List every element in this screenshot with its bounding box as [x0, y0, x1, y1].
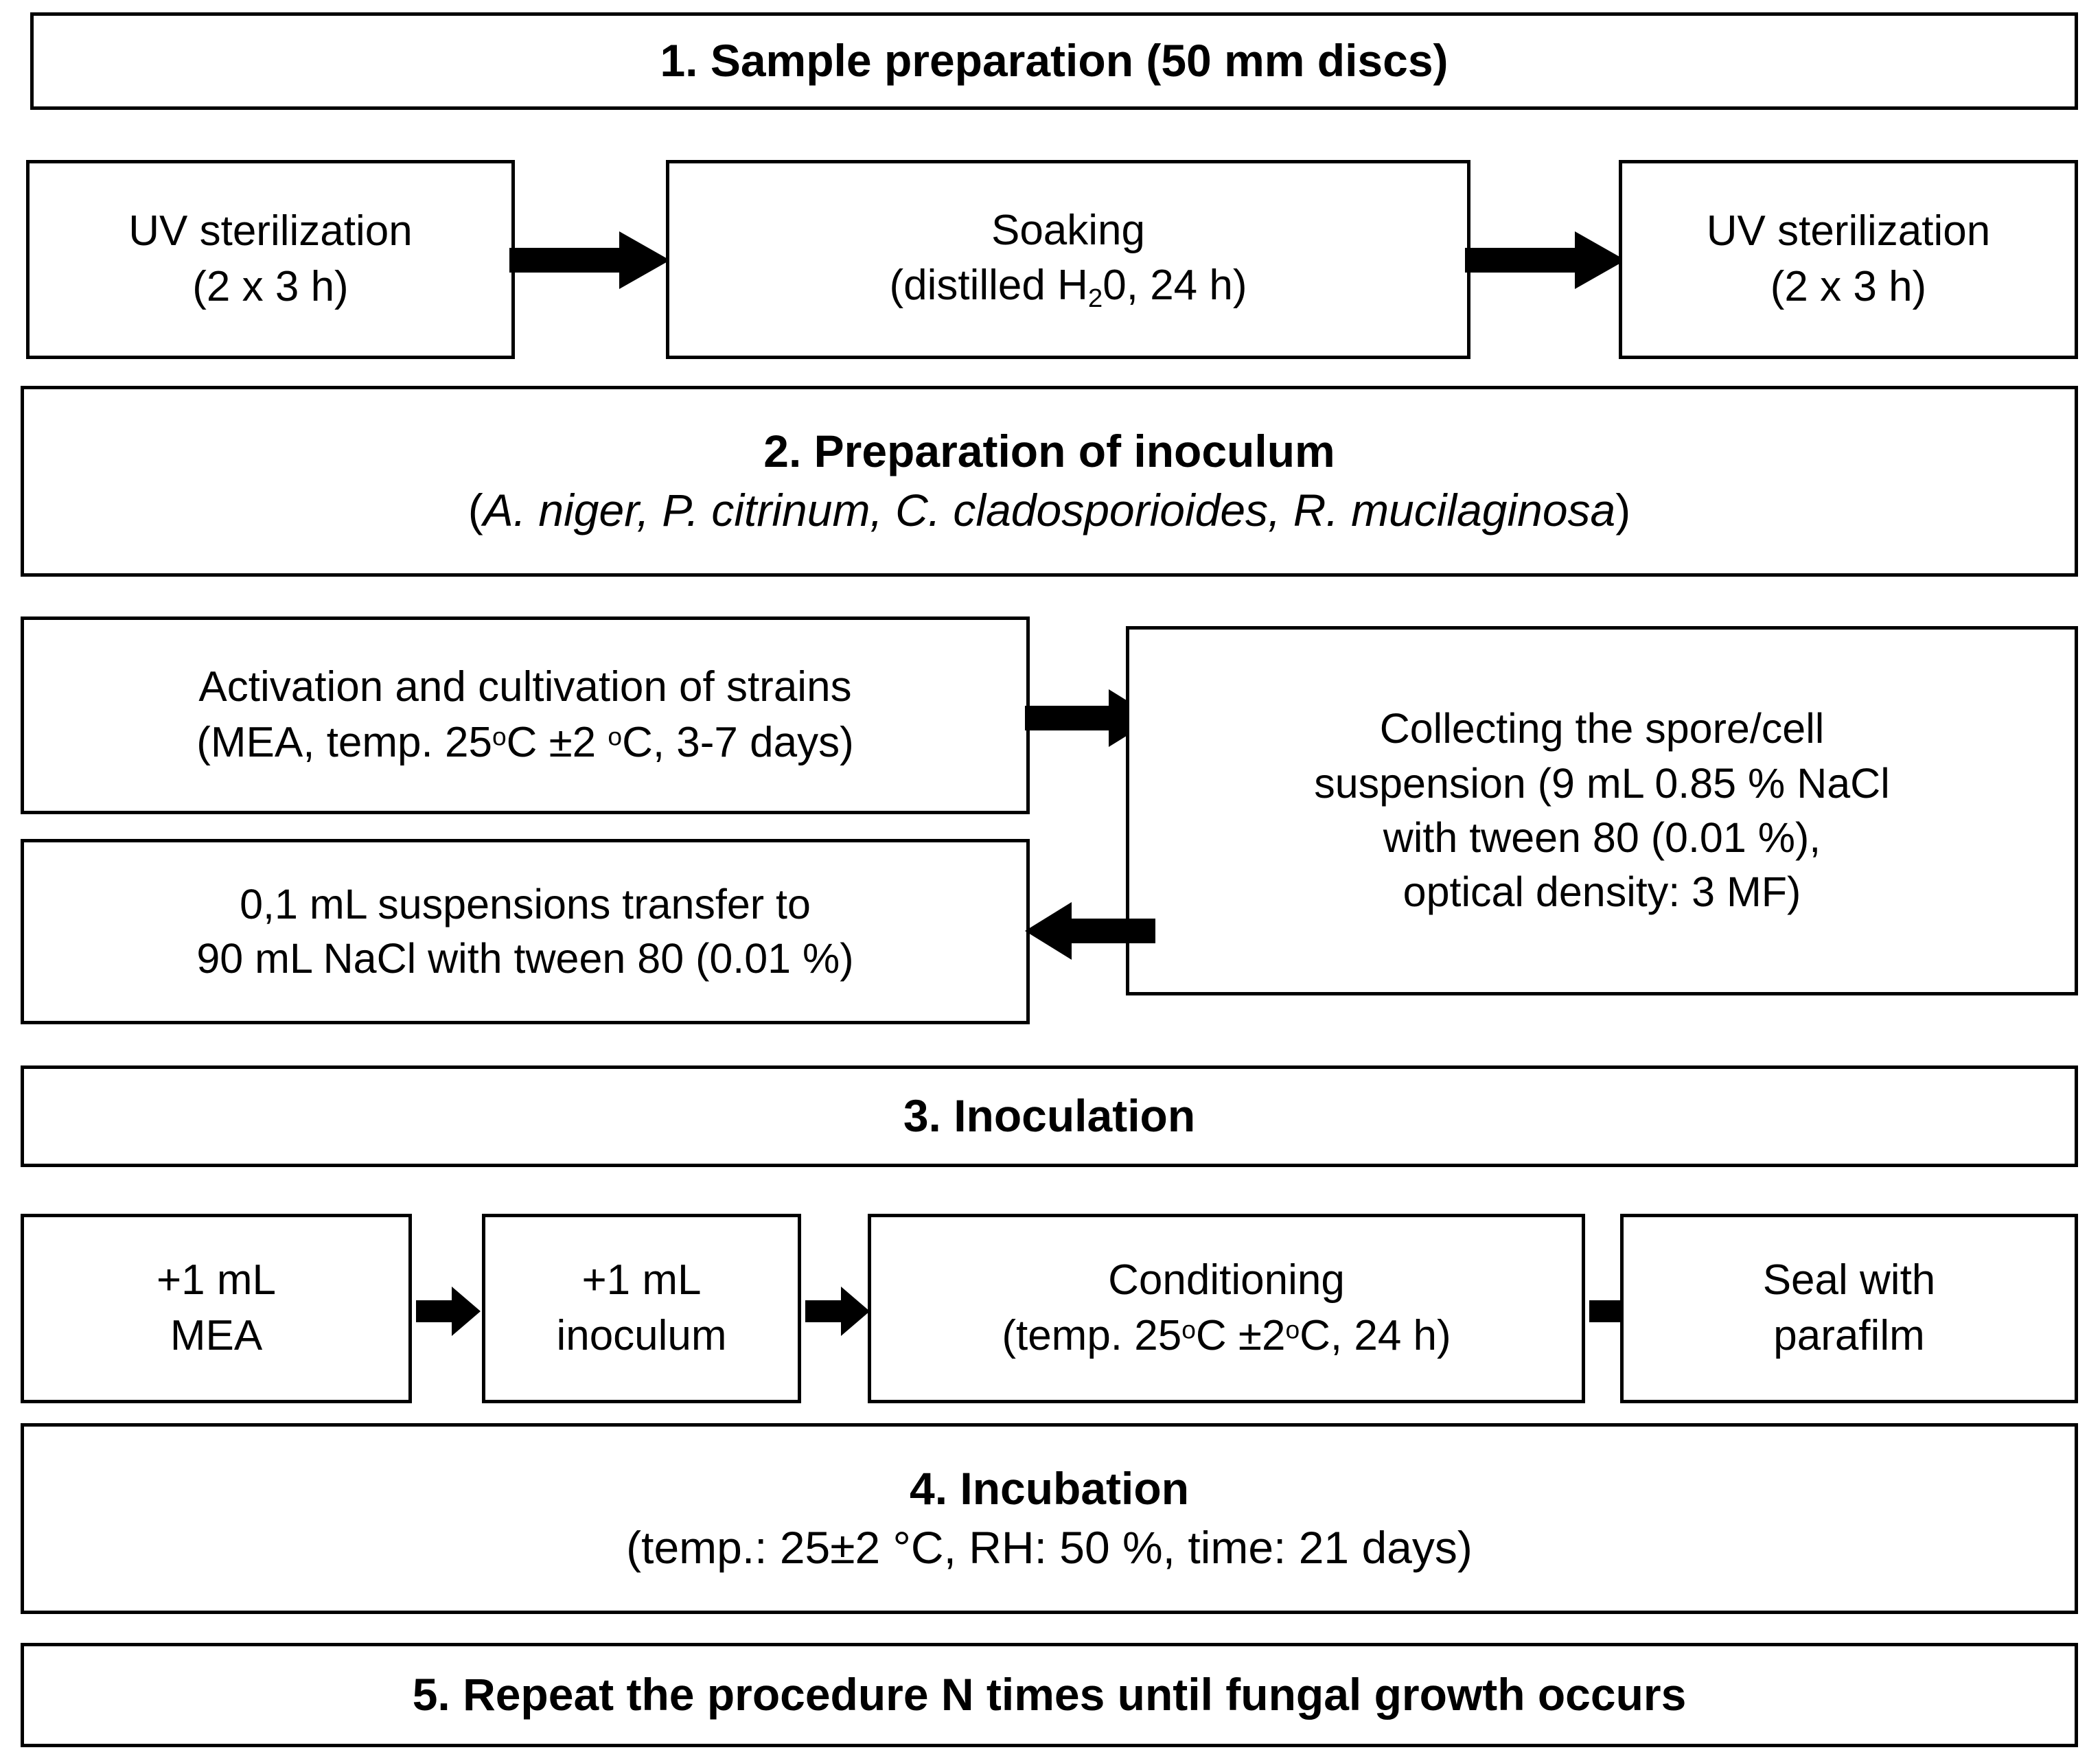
step1-banner: 1. Sample preparation (50 mm discs): [30, 12, 2078, 110]
uv-right-line1: UV sterilization: [1706, 207, 1991, 255]
conditioning-line1: Conditioning: [1108, 1256, 1345, 1304]
step2-banner-line1: 2. Preparation of inoculum: [763, 426, 1335, 477]
soaking-line1: Soaking: [991, 206, 1146, 254]
collecting-line3: with tween 80 (0.01 %),: [1383, 814, 1821, 861]
soaking-box: Soaking (distilled H20, 24 h): [666, 160, 1470, 359]
step2-banner: 2. Preparation of inoculum (A. niger, P.…: [21, 386, 2078, 577]
collecting-line2: suspension (9 mL 0.85 % NaCl: [1314, 759, 1890, 807]
arrow-activation-to-collecting: [1025, 687, 1155, 750]
step5-banner-label: 5. Repeat the procedure N times until fu…: [412, 1669, 1687, 1720]
uv-right-line2: (2 x 3 h): [1770, 263, 1927, 310]
inoculum-line1: +1 mL: [581, 1256, 702, 1304]
mea-line1: +1 mL: [156, 1256, 277, 1304]
transfer-line1: 0,1 mL suspensions transfer to: [240, 880, 811, 927]
inoculum-line2: inoculum: [556, 1312, 727, 1359]
uv-left-line1: UV sterilization: [128, 207, 413, 255]
uv-left-line2: (2 x 3 h): [192, 263, 349, 310]
seal-line2: parafilm: [1773, 1312, 1925, 1359]
step4-banner: 4. Incubation (temp.: 25±2 °C, RH: 50 %,…: [21, 1423, 2078, 1614]
collecting-line4: optical density: 3 MF): [1403, 868, 1801, 916]
mea-line2: MEA: [170, 1312, 263, 1359]
transfer-line2: 90 mL NaCl with tween 80 (0.01 %): [196, 935, 854, 982]
collecting-line1: Collecting the spore/cell: [1379, 705, 1825, 752]
arrow-mea-to-inoculum: [416, 1285, 481, 1337]
uv-sterilization-left-box: UV sterilization (2 x 3 h): [26, 160, 515, 359]
add-mea-box: +1 mL MEA: [21, 1214, 412, 1403]
step3-banner: 3. Inoculation: [21, 1065, 2078, 1167]
step2-banner-line2: (A. niger, P. citrinum, C. cladosporioid…: [468, 485, 1631, 535]
suspension-transfer-box: 0,1 mL suspensions transfer to 90 mL NaC…: [21, 839, 1030, 1024]
soaking-line2: (distilled H20, 24 h): [889, 262, 1247, 314]
species-list: A. niger, P. citrinum, C. cladosporioide…: [483, 485, 1616, 535]
collecting-suspension-box: Collecting the spore/cell suspension (9 …: [1126, 626, 2078, 995]
conditioning-box: Conditioning (temp. 25oC ±2oC, 24 h): [868, 1214, 1585, 1403]
step3-banner-label: 3. Inoculation: [903, 1090, 1196, 1142]
arrow-soaking-to-uvright: [1465, 229, 1626, 292]
step4-banner-line2: (temp.: 25±2 °C, RH: 50 %, time: 21 days…: [626, 1522, 1473, 1573]
add-inoculum-box: +1 mL inoculum: [482, 1214, 801, 1403]
arrow-uvleft-to-soaking: [509, 229, 670, 292]
arrow-inoculum-to-conditioning: [805, 1285, 870, 1337]
step5-banner: 5. Repeat the procedure N times until fu…: [21, 1643, 2078, 1747]
activation-cultivation-box: Activation and cultivation of strains (M…: [21, 617, 1030, 814]
step4-banner-line1: 4. Incubation: [909, 1463, 1190, 1514]
activation-line1: Activation and cultivation of strains: [198, 663, 852, 711]
activation-line2: (MEA, temp. 25oC ±2 oC, 3-7 days): [196, 719, 854, 766]
seal-parafilm-box: Seal with parafilm: [1620, 1214, 2078, 1403]
arrow-collecting-to-transfer: [1025, 899, 1155, 963]
uv-sterilization-right-box: UV sterilization (2 x 3 h): [1619, 160, 2078, 359]
seal-line1: Seal with: [1762, 1256, 1936, 1304]
step1-banner-label: 1. Sample preparation (50 mm discs): [660, 35, 1449, 87]
conditioning-line2: (temp. 25oC ±2oC, 24 h): [1002, 1312, 1451, 1359]
